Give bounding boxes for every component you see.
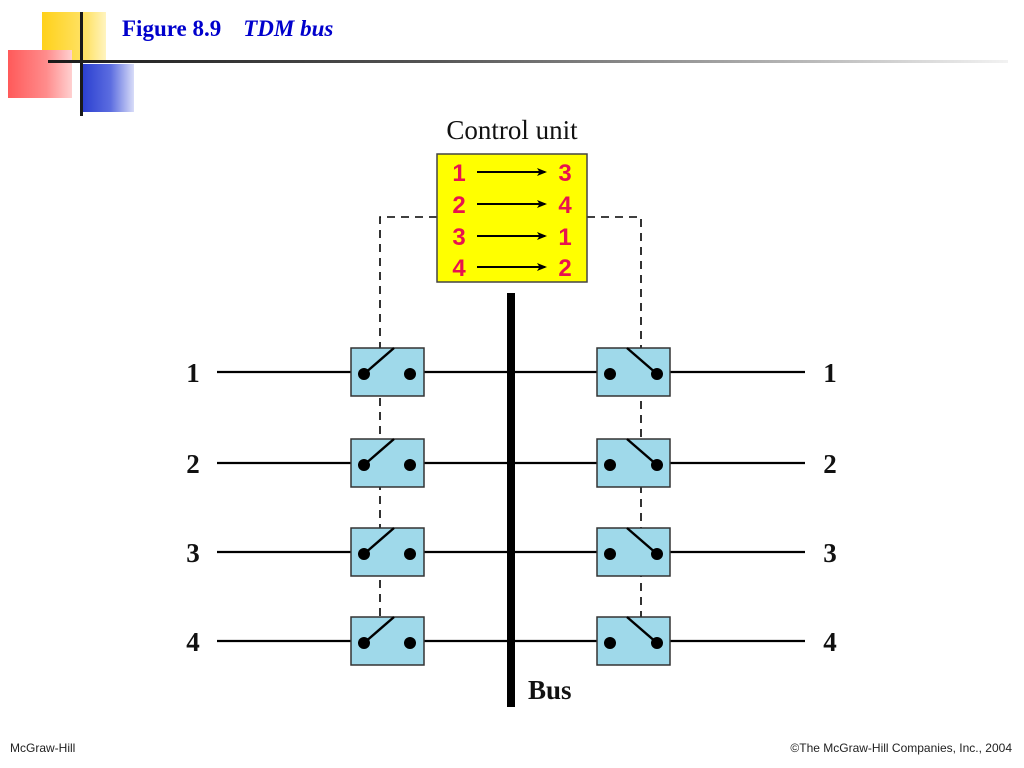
mapping-to-3: 1: [558, 224, 571, 251]
bus-label: Bus: [528, 675, 572, 705]
mapping-from-3: 3: [452, 224, 465, 251]
output-switch-3: [596, 527, 671, 577]
output-switch-4: [596, 616, 671, 666]
footer-publisher: McGraw-Hill: [10, 741, 76, 755]
control-unit-mapping: 1 3 2 4 3 1 4 2: [452, 160, 572, 282]
input-label-3: 3: [186, 538, 200, 568]
input-label-2: 2: [186, 449, 200, 479]
input-label-4: 4: [186, 627, 200, 657]
mapping-from-1: 1: [452, 160, 465, 187]
footer-copyright: ©The McGraw-Hill Companies, Inc., 2004: [790, 741, 1012, 755]
input-label-1: 1: [186, 358, 200, 388]
control-unit-box: [436, 153, 588, 283]
mapping-from-4: 4: [452, 255, 466, 282]
decor-red-square: [8, 50, 72, 98]
decor-horizontal-line: [48, 60, 1008, 63]
mapping-to-2: 4: [558, 192, 572, 219]
figure-number: Figure 8.9: [122, 16, 222, 41]
slide-title: Figure 8.9 TDM bus: [122, 16, 333, 42]
input-switch-4: [350, 616, 425, 666]
bus-line: [507, 293, 515, 707]
input-switch-3: [350, 527, 425, 577]
input-switch-1: [350, 347, 425, 397]
output-switch-2: [596, 438, 671, 488]
output-label-1: 1: [823, 358, 837, 388]
decor-vertical-line: [80, 12, 83, 116]
mapping-from-2: 2: [452, 192, 465, 219]
output-label-2: 2: [823, 449, 837, 479]
input-switch-2: [350, 438, 425, 488]
control-unit-label: Control unit: [446, 115, 578, 145]
mapping-to-1: 3: [558, 160, 571, 187]
decor-blue-square: [82, 64, 134, 112]
output-label-4: 4: [823, 627, 837, 657]
channels: 1 1 2 2 3 3 4 4: [186, 347, 837, 666]
output-label-3: 3: [823, 538, 837, 568]
figure-title: TDM bus: [243, 16, 334, 41]
output-switch-1: [596, 347, 671, 397]
mapping-to-4: 2: [558, 255, 571, 282]
